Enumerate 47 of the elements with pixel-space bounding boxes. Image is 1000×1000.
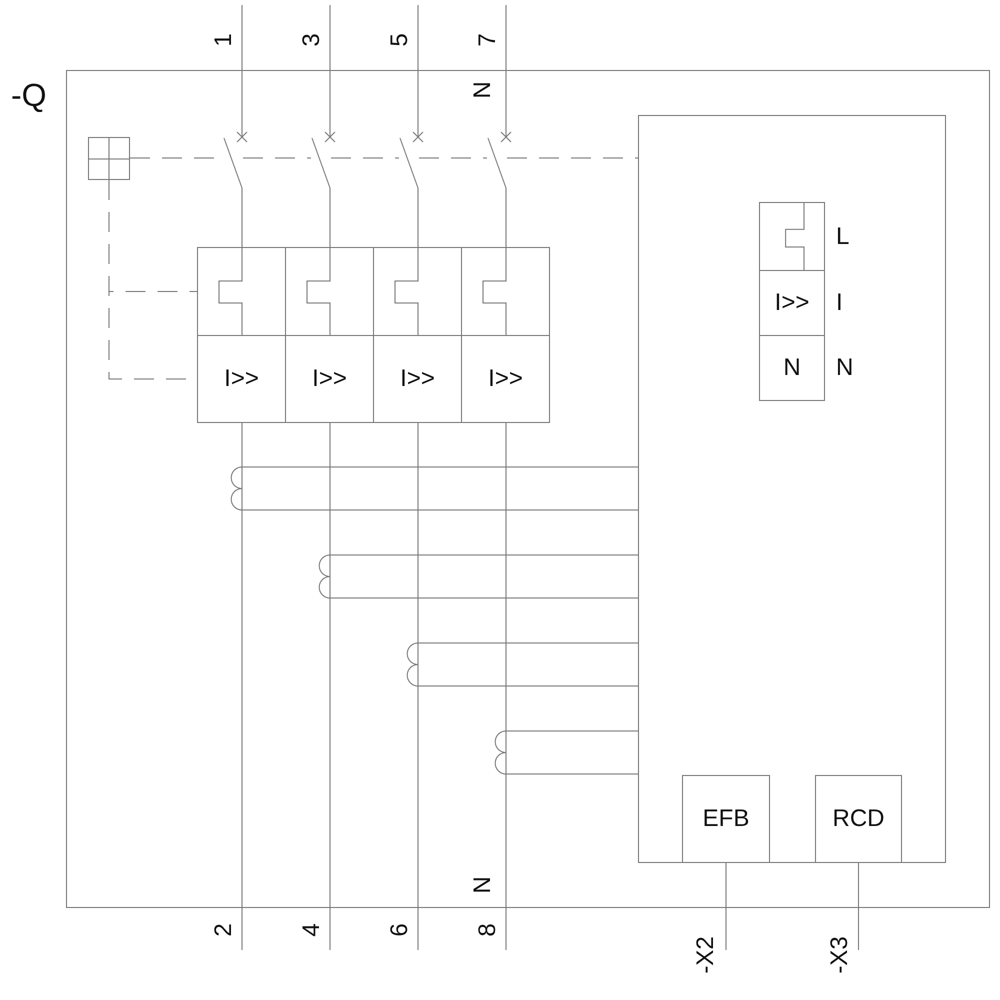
terminal-label: 4	[300, 923, 324, 937]
trip-unit-box	[638, 115, 946, 863]
trip-symbol-text: I>>	[774, 291, 810, 315]
module-box	[682, 775, 770, 863]
trip-symbol-text: I>>	[488, 367, 523, 391]
trip-symbol-text: I>>	[224, 367, 259, 391]
neutral-label: N	[471, 876, 495, 894]
conductor-line	[242, 466, 638, 468]
terminal-label: 5	[388, 33, 412, 47]
trip-symbol-text: I>>	[400, 367, 435, 391]
short-circuit-release-cell	[197, 335, 286, 423]
device-designation: -Q	[11, 79, 47, 111]
short-circuit-release-cell	[461, 335, 550, 423]
module-label: EFB	[702, 807, 750, 831]
neutral-label: N	[471, 81, 495, 99]
terminal-label: 1	[212, 33, 236, 47]
current-transformer-coil	[492, 731, 507, 774]
terminal-label: 2	[212, 923, 236, 937]
current-transformer-coil	[316, 555, 331, 598]
trip-symbol-text: I>>	[312, 367, 347, 391]
manual-operator-symbol	[88, 137, 130, 180]
conductor-line	[506, 730, 638, 732]
overload-release-cell	[285, 247, 374, 336]
overload-release-cell	[197, 247, 286, 336]
function-letter: N	[836, 356, 854, 380]
conductor-line	[858, 862, 859, 950]
terminal-label: -X3	[828, 936, 852, 974]
terminal-label: 3	[300, 33, 324, 47]
terminal-label: 7	[476, 33, 500, 47]
function-letter: I	[836, 291, 843, 315]
overload-release-cell	[461, 247, 550, 336]
current-transformer-coil	[228, 467, 243, 510]
terminal-label: 6	[388, 923, 412, 937]
current-transformer-coil	[404, 643, 419, 686]
module-box	[815, 775, 902, 863]
switch-contact-blade	[399, 137, 419, 188]
switch-contact-blade	[487, 137, 507, 188]
conductor-line	[418, 642, 638, 644]
trip-symbol-text: N	[783, 356, 801, 380]
terminal-label: -X2	[694, 936, 718, 974]
switch-contact-blade	[223, 137, 243, 188]
overload-release-cell	[373, 247, 462, 336]
terminal-label: 8	[476, 923, 500, 937]
function-letter: L	[836, 224, 850, 248]
module-label: RCD	[832, 807, 884, 831]
switch-contact-blade	[311, 137, 331, 188]
conductor-line	[330, 554, 638, 556]
